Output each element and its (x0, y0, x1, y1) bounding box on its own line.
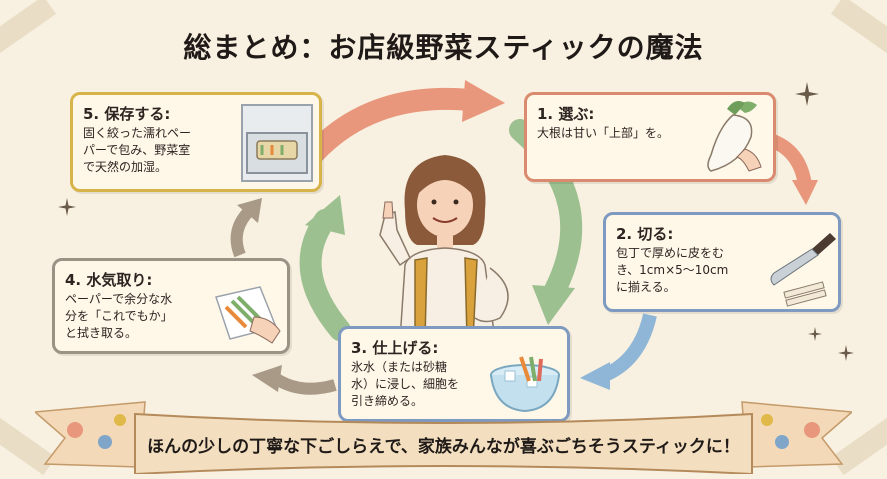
step-heading: 5. 保存する: (83, 105, 171, 123)
step-1-card: 1. 選ぶ: 大根は甘い「上部」を。 (524, 92, 776, 182)
step-3-card: 3. 仕上げる: 氷水（または砂糖 水）に浸し、細胞を 引き締める。 (338, 326, 570, 422)
step-description: 氷水（または砂糖 水）に浸し、細胞を 引き締める。 (351, 360, 460, 408)
sparkle-icon (795, 82, 819, 106)
step-heading: 4. 水気取り: (65, 271, 153, 289)
paper-towel-icon (215, 286, 281, 344)
woman-illustration (379, 155, 509, 340)
step-heading: 2. 切る: (616, 225, 674, 243)
sparkle-icon (808, 327, 822, 341)
daikon-icon (707, 101, 762, 172)
step-2-card: 2. 切る: 包丁で厚めに皮をむ き、1cm×5〜10cm に揃える。 (603, 212, 841, 312)
floral-ribbon (35, 401, 852, 474)
step-heading: 1. 選ぶ: (537, 105, 595, 123)
knife-icon (770, 233, 836, 307)
step-5-card: 5. 保存する: 固く絞った濡れペー パーで包み、野菜室 で天然の加湿。 (70, 92, 322, 192)
step-heading: 3. 仕上げる: (351, 339, 439, 357)
step-description: 固く絞った濡れペー パーで包み、野菜室 で天然の加湿。 (83, 126, 192, 174)
step-description: ペーパーで余分な水 分を「これでもか」 と拭き取る。 (65, 292, 173, 340)
ice-bowl-icon (490, 356, 560, 413)
sparkle-icon (58, 198, 76, 216)
step-description: 包丁で厚めに皮をむ き、1cm×5〜10cm に揃える。 (616, 246, 729, 294)
bottom-banner: ほんの少しの丁寧な下ごしらえで、家族みんなが喜ぶごちそうスティックに！ (35, 392, 852, 474)
step-4-card: 4. 水気取り: ペーパーで余分な水 分を「これでもか」 と拭き取る。 (52, 258, 290, 354)
step-description: 大根は甘い「上部」を。 (537, 126, 670, 140)
fridge-drawer-icon (241, 104, 313, 182)
banner-text: ほんの少しの丁寧な下ごしらえで、家族みんなが喜ぶごちそうスティックに！ (147, 437, 740, 457)
sparkle-icon (838, 345, 854, 361)
page-title: 総まとめ：お店級野菜スティックの魔法 (183, 31, 704, 64)
